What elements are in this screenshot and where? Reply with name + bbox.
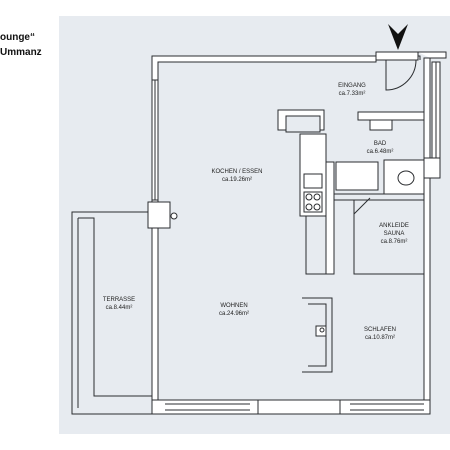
room-name: KOCHEN / ESSEN: [211, 169, 263, 175]
outer-wall: [151, 55, 377, 401]
plan-title: ounge“ Ummanz: [0, 30, 56, 60]
entrance-arrow-icon: [388, 24, 408, 50]
bottom-wall: [151, 399, 431, 415]
entrance-door: [385, 59, 417, 91]
toilet: [397, 170, 415, 186]
room-area: ca.7.33m²: [338, 91, 366, 97]
central-wall: [325, 161, 335, 275]
room-label-eingang: EINGANG ca.7.33m²: [338, 82, 366, 98]
ankleide-wall: [334, 193, 425, 275]
room-name: WOHNEN: [220, 303, 248, 309]
room-name: TERRASSE: [102, 297, 136, 303]
bathtub: [335, 161, 379, 191]
room-name: SCHLAFEN: [363, 327, 397, 333]
room-name: BAD: [373, 141, 387, 147]
plan-title-line-2: Ummanz: [0, 47, 42, 58]
bedroom-niche: [315, 325, 327, 337]
room-label-schlafen: SCHLAFEN ca.10.87m²: [364, 326, 396, 342]
room-area: ca.24.96m²: [218, 311, 250, 317]
room-area: ca.6.48m²: [366, 149, 394, 155]
kitchen-sink: [303, 173, 323, 189]
bad-sink: [369, 119, 393, 131]
floor-plan-sheet: [59, 16, 450, 434]
terrace-rail: [78, 217, 152, 397]
terrace-outline: [71, 211, 152, 415]
column-detail: [170, 212, 178, 220]
column: [147, 201, 171, 229]
kitchen-cooktop: [303, 191, 323, 213]
room-area: ca.10.87m²: [364, 335, 396, 341]
entrance-wall: [375, 51, 419, 61]
central-wall-base: [305, 216, 330, 275]
right-wall-segment: [423, 157, 441, 179]
plan-title-line-1: ounge“: [0, 32, 35, 43]
room-label-kochen-essen: KOCHEN / ESSEN ca.19.26m²: [211, 168, 262, 184]
room-area: ca.19.26m²: [221, 177, 253, 183]
room-label-wohnen: WOHNEN ca.24.96m²: [219, 302, 249, 318]
ankleide-door: [353, 197, 371, 215]
room-area: ca.8.76m²: [380, 239, 408, 245]
bad-wall: [357, 111, 425, 121]
room-label-bad: BAD ca.6.48m²: [367, 140, 394, 156]
room-area: ca.8.44m²: [105, 305, 133, 311]
room-name: ANKLEIDE SAUNA: [379, 223, 409, 237]
room-label-ankleide-sauna: ANKLEIDE SAUNA ca.8.76m²: [379, 222, 409, 246]
room-name: EINGANG: [338, 83, 366, 89]
room-label-terrasse: TERRASSE ca.8.44m²: [103, 296, 135, 312]
